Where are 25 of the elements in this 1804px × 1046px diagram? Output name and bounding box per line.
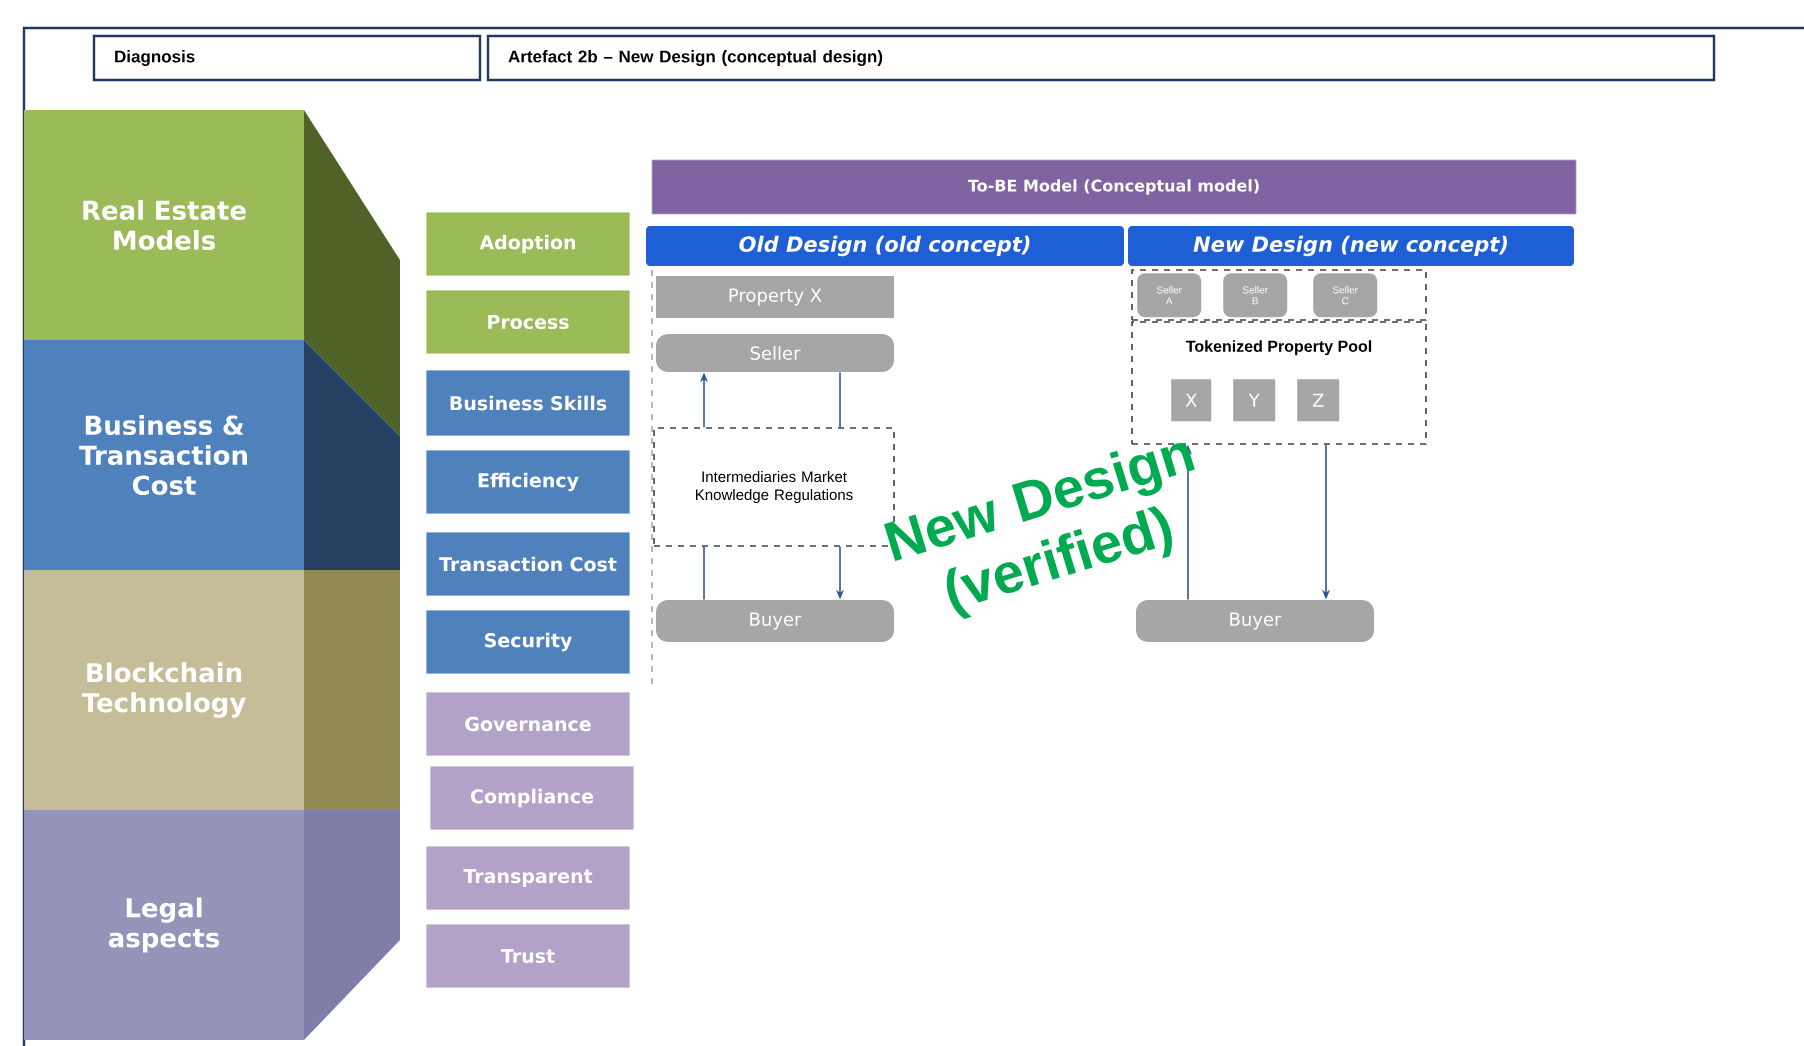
property-box: Y [1233, 379, 1276, 422]
header-box: Diagnosis [92, 34, 482, 82]
party-box: Buyer [656, 600, 894, 642]
factor-box: Compliance [429, 765, 635, 831]
category-block: Business & Transaction Cost [24, 340, 400, 570]
factor-box: Transparent [425, 845, 631, 911]
party-box: Buyer [1136, 600, 1374, 642]
property-box: X [1171, 379, 1212, 422]
category-block: Blockchain Technology [24, 570, 400, 810]
factor-box: Business Skills [425, 369, 631, 437]
design-bar: New Design (new concept) [1128, 226, 1574, 266]
factor-box: Trust [425, 923, 631, 989]
design-bar: Old Design (old concept) [646, 226, 1124, 266]
party-box: Seller [656, 334, 894, 372]
model-bar: To-BE Model (Conceptual model) [651, 159, 1577, 215]
factor-box: Efficiency [425, 449, 631, 515]
property-box: Property X [656, 276, 894, 318]
header-box: Artefact 2b – New Design (conceptual design) [486, 34, 1716, 82]
factor-box: Adoption [425, 211, 631, 277]
factor-box: Transaction Cost [425, 531, 631, 597]
factor-box: Process [425, 289, 631, 355]
factor-box: Security [425, 609, 631, 675]
property-box: Z [1297, 379, 1340, 422]
category-block: Legal aspects [24, 810, 400, 1040]
factor-box: Governance [425, 691, 631, 757]
